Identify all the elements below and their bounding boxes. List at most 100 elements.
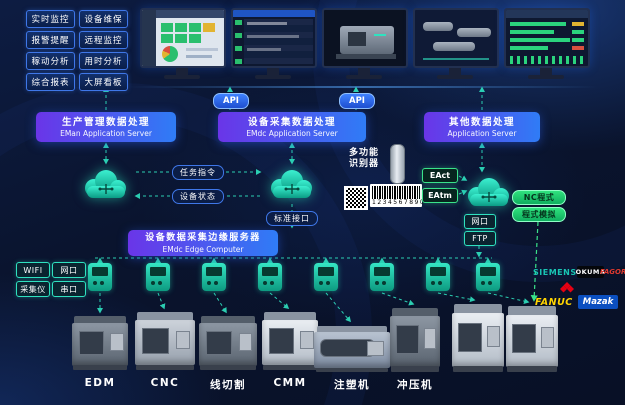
port-network: 网口 — [464, 214, 496, 229]
identifier-title-line2: 识别器 — [348, 159, 379, 169]
barcode: 1234567890 — [370, 184, 426, 207]
server-title: 其他数据处理 — [448, 116, 515, 128]
feature-badge-label: 稼动分析 — [31, 57, 70, 67]
server-banner-eman: 生产管理数据处理 EMan Application Server — [36, 112, 176, 142]
okuma-logo: OKUMA — [575, 266, 606, 278]
barcode-digits: 1234567890 — [372, 199, 426, 206]
server-subtitle: EMdc Application Server — [246, 128, 338, 138]
tag-eact: EAct — [422, 168, 458, 183]
api-label: API — [223, 96, 239, 106]
machine-photo-vmc-2 — [506, 306, 558, 372]
machine-label-wirecut: 线切割 — [210, 379, 246, 391]
data-collector-icon — [426, 263, 450, 291]
edge-server-banner: 设备数据采集边缘服务器 EMdc Edge Computer — [128, 230, 278, 256]
siemens-logo: SIEMENS — [533, 268, 577, 277]
server-banner-emdc: 设备采集数据处理 EMdc Application Server — [218, 112, 366, 142]
server-subtitle: EMan Application Server — [60, 128, 152, 138]
port-label: 网口 — [471, 217, 489, 226]
feature-badge-label: 远程监控 — [84, 36, 123, 46]
flow-label-text: 任务指令 — [180, 168, 216, 177]
identifier-title-line1: 多功能 — [348, 148, 379, 158]
feature-badge: 设备维保 — [79, 10, 128, 28]
machine-photo-wirecut — [199, 316, 257, 370]
barcode-bars — [372, 186, 420, 199]
identifier-title: 多功能 识别器 — [344, 148, 384, 170]
monitor-screen — [413, 8, 499, 68]
machine-photo-injection — [314, 326, 390, 372]
fanuc-logo: FANUC — [535, 297, 573, 308]
edge-subtitle: EMdc Edge Computer — [162, 244, 244, 254]
api-pill: API — [339, 93, 375, 109]
cloud-icon — [468, 178, 509, 206]
feature-badge-label: 综合报表 — [31, 78, 70, 88]
cloud-icon — [271, 170, 312, 198]
mazak-logo: Mazak — [578, 295, 618, 309]
feature-badge-label: 报警提醒 — [31, 36, 70, 46]
flow-label-text: 设备状态 — [180, 192, 216, 201]
machine-photo-vmc-1 — [452, 304, 504, 372]
pill-label: NC程式 — [523, 193, 555, 202]
monitor-screen — [140, 8, 226, 68]
port-collector: 采集仪 — [16, 281, 50, 297]
pill-label: 程式模拟 — [522, 210, 556, 219]
data-collector-icon — [146, 263, 170, 291]
data-collector-icon — [370, 263, 394, 291]
machine-photo-edm — [72, 316, 128, 370]
feature-badge: 综合报表 — [26, 73, 75, 91]
machine-photo-cnc — [135, 312, 195, 370]
flow-label-device-status: 设备状态 — [172, 189, 224, 204]
probe-device-icon — [390, 144, 405, 184]
mitsubishi-diamond-icon — [560, 282, 574, 293]
data-collector-icon — [258, 263, 282, 291]
port-label: WIFI — [23, 265, 43, 275]
cloud-icon — [85, 170, 126, 198]
dashboard-monitor-3 — [322, 8, 408, 88]
dashboard-monitor-1 — [140, 8, 226, 88]
tag-label: EAtm — [428, 191, 452, 200]
pill-program-sim: 程式模拟 — [512, 207, 566, 222]
dashboard-monitor-4 — [413, 8, 499, 88]
feature-badge: 稼动分析 — [26, 52, 75, 70]
port-wifi: WIFI — [16, 262, 50, 278]
flow-label-task: 任务指令 — [172, 165, 224, 180]
feature-badge-label: 用时分析 — [84, 57, 123, 67]
monitor-glow-line — [128, 86, 598, 88]
data-collector-icon — [476, 263, 500, 291]
port-serial: 串口 — [52, 281, 86, 297]
feature-badge: 远程监控 — [79, 31, 128, 49]
feature-badge-label: 大屏看板 — [84, 78, 123, 88]
server-subtitle: Application Server — [447, 128, 517, 138]
monitor-screen — [504, 8, 590, 68]
pill-nc-program: NC程式 — [512, 190, 566, 205]
server-title: 设备采集数据处理 — [247, 116, 336, 128]
feature-badge: 实时监控 — [26, 10, 75, 28]
machine-label-cmm: CMM — [273, 377, 307, 389]
machine-label-injection: 注塑机 — [334, 379, 370, 391]
server-title: 生产管理数据处理 — [61, 116, 150, 128]
edge-title: 设备数据采集边缘服务器 — [145, 232, 261, 243]
feature-badge-label: 实时监控 — [31, 15, 70, 25]
data-collector-icon — [202, 263, 226, 291]
port-network-left: 网口 — [52, 262, 86, 278]
machine-photo-press — [390, 308, 440, 372]
monitor-screen — [322, 8, 408, 68]
dashboard-monitor-2 — [231, 8, 317, 88]
data-collector-icon — [314, 263, 338, 291]
feature-badge: 用时分析 — [79, 52, 128, 70]
data-collector-icon — [88, 263, 112, 291]
server-banner-other: 其他数据处理 Application Server — [424, 112, 540, 142]
fagor-logo: FAGOR — [600, 268, 625, 276]
port-label: FTP — [472, 234, 488, 243]
feature-badge-label: 设备维保 — [84, 15, 123, 25]
tag-label: EAct — [429, 171, 451, 180]
machine-label-cnc: CNC — [150, 377, 180, 389]
qr-code-icon — [344, 186, 368, 210]
machine-photo-cmm — [262, 312, 318, 370]
feature-badge: 报警提醒 — [26, 31, 75, 49]
flow-label-standard-interface: 标准接口 — [266, 211, 318, 226]
machine-label-press: 冲压机 — [397, 379, 433, 391]
monitor-screen — [231, 8, 317, 68]
port-ftp: FTP — [464, 231, 496, 246]
feature-badge: 大屏看板 — [79, 73, 128, 91]
